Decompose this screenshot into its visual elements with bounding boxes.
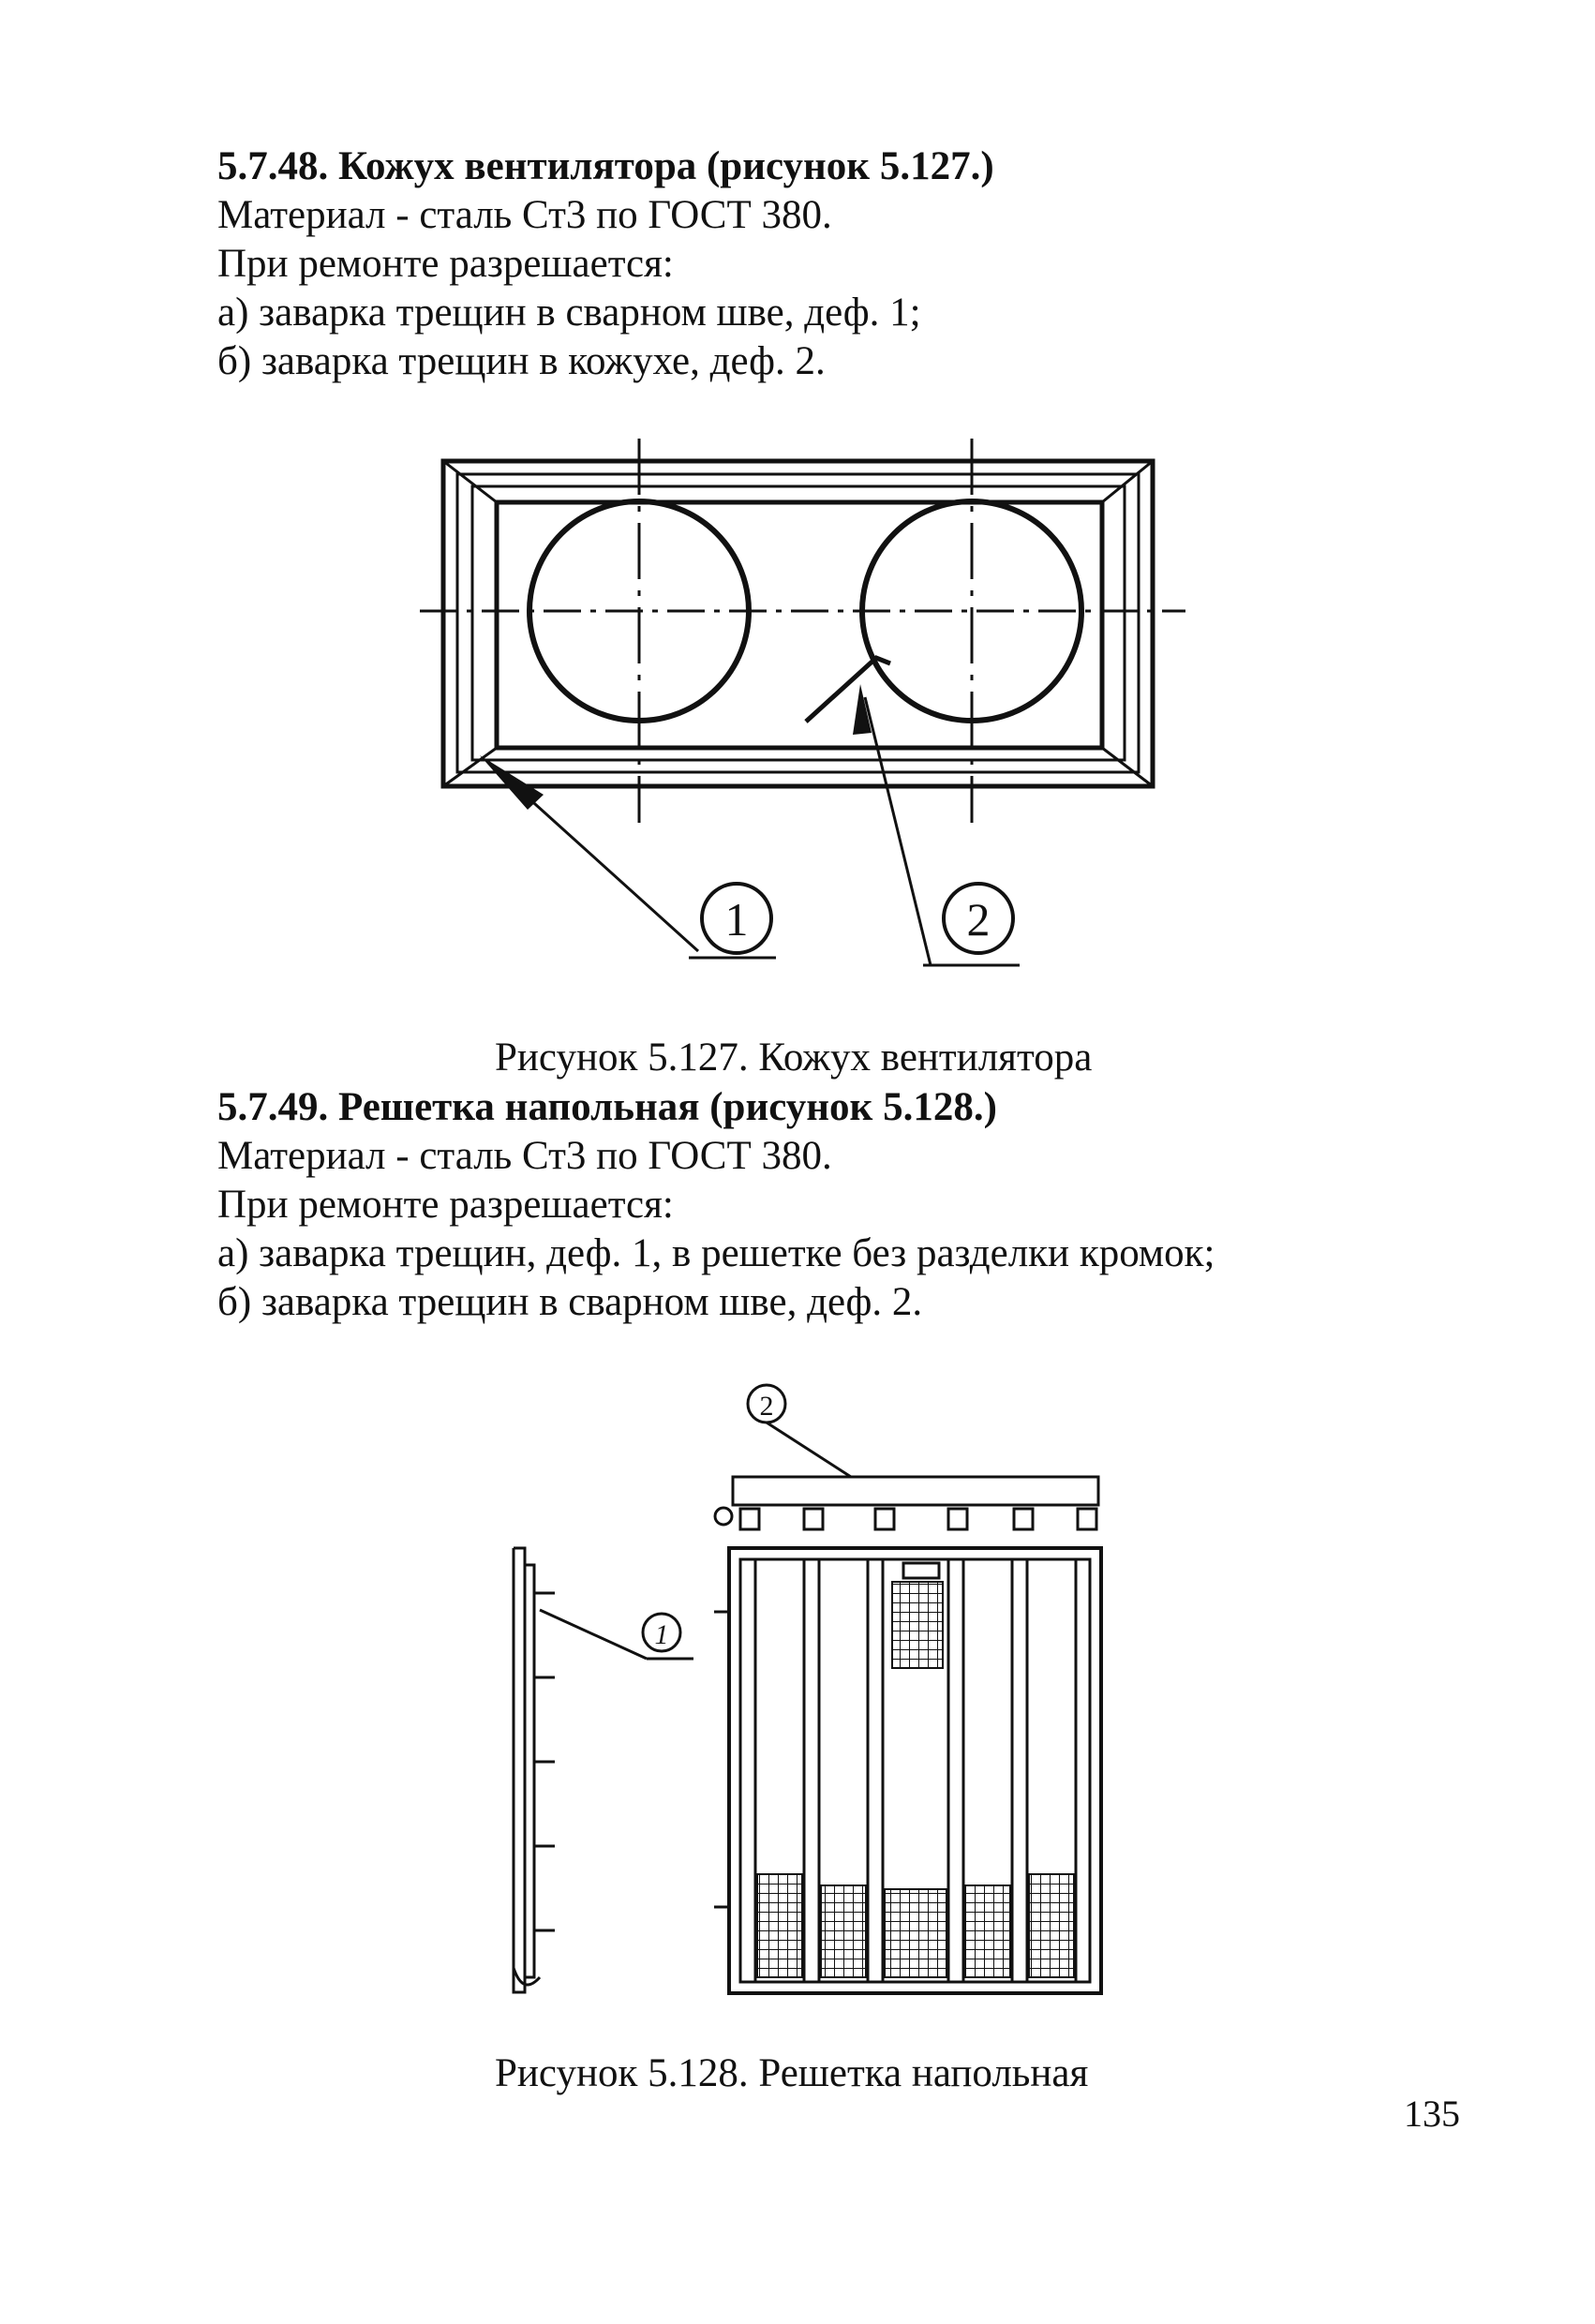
section-heading-5-7-49: 5.7.49. Решетка напольная (рисунок 5.128… — [217, 1085, 997, 1129]
repair-item-a-2: а) заварка трещин, деф. 1, в решетке без… — [217, 1231, 1215, 1275]
page-number: 135 — [1404, 2093, 1460, 2135]
callout-1: 1 — [725, 893, 749, 946]
callout-2: 2 — [967, 893, 991, 946]
repair-item-b-2: б) заварка трещин в сварном шве, деф. 2. — [217, 1280, 923, 1324]
repair-intro-line-2: При ремонте разрешается: — [217, 1183, 674, 1227]
repair-item-a: а) заварка трещин в сварном шве, деф. 1; — [217, 290, 921, 335]
grating-callout-2: 2 — [760, 1391, 774, 1422]
material-line-2: Материал - сталь Ст3 по ГОСТ 380. — [217, 1134, 832, 1178]
repair-intro-line: При ремонте разрешается: — [217, 242, 674, 286]
repair-item-b: б) заварка трещин в кожухе, деф. 2. — [217, 339, 826, 383]
section-heading-5-7-48: 5.7.48. Кожух вентилятора (рисунок 5.127… — [217, 144, 994, 188]
figure-caption-5-128: Рисунок 5.128. Решетка напольная — [495, 2051, 1089, 2095]
material-line: Материал - сталь Ст3 по ГОСТ 380. — [217, 193, 832, 237]
grating-callout-1: 1 — [655, 1619, 669, 1650]
figure-caption-5-127: Рисунок 5.127. Кожух вентилятора — [495, 1035, 1093, 1080]
